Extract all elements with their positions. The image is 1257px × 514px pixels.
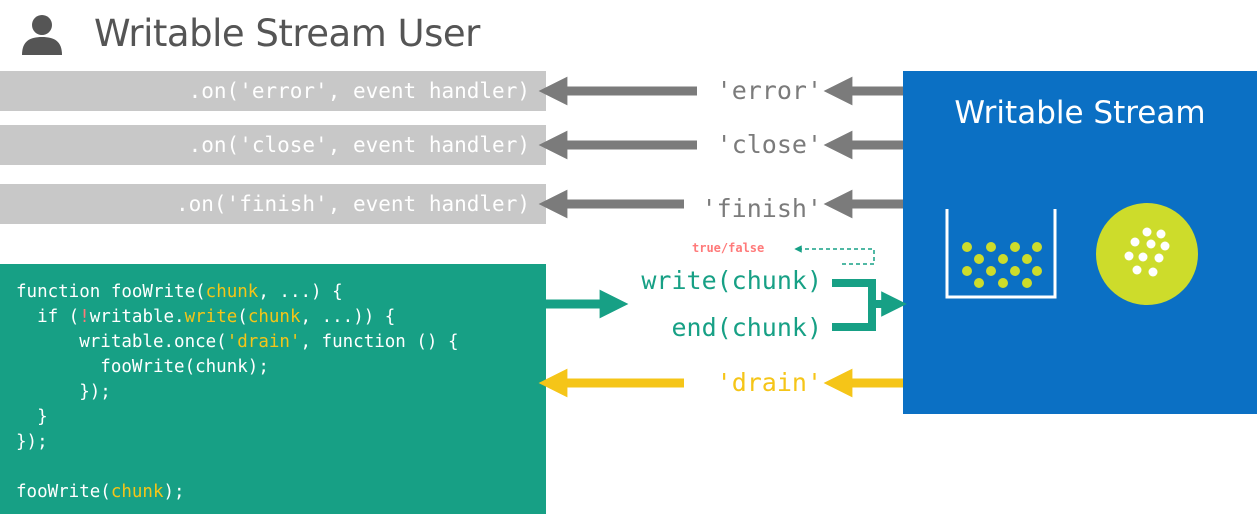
code-token: chunk bbox=[110, 482, 164, 502]
code-token: }); bbox=[16, 432, 48, 452]
end-method-label: end(chunk) bbox=[671, 313, 822, 342]
page-title: Writable Stream User bbox=[94, 12, 480, 55]
code-token: writable.once( bbox=[16, 332, 227, 352]
code-line: fooWrite(chunk); bbox=[16, 355, 546, 380]
code-token: ! bbox=[79, 307, 90, 327]
error-event-label: 'error' bbox=[716, 76, 822, 105]
code-line: if (!writable.write(chunk, ...)) { bbox=[16, 305, 546, 330]
code-token: }); bbox=[16, 382, 111, 402]
code-line: writable.once('drain', function () { bbox=[16, 330, 546, 355]
code-line bbox=[16, 455, 546, 480]
close-event-label: 'close' bbox=[716, 130, 822, 159]
code-line: function fooWrite(chunk, ...) { bbox=[16, 280, 546, 305]
user-icon bbox=[22, 15, 62, 55]
code-line: }); bbox=[16, 380, 546, 405]
stream-title: Writable Stream bbox=[954, 95, 1206, 131]
code-token: ( bbox=[237, 307, 248, 327]
code-line: fooWrite(chunk); bbox=[16, 480, 546, 505]
close-handler-bar: .on('close', event handler) bbox=[0, 125, 546, 165]
code-panel: function fooWrite(chunk, ...) { if (!wri… bbox=[0, 264, 546, 514]
code-token: chunk bbox=[205, 282, 259, 302]
code-token: , ...) { bbox=[258, 282, 343, 302]
code-token: , function () { bbox=[300, 332, 459, 352]
code-token: writable. bbox=[89, 307, 185, 327]
buffer-icon bbox=[945, 209, 1057, 299]
code-line: }); bbox=[16, 430, 546, 455]
code-token: chunk bbox=[247, 307, 301, 327]
finish-event-label: 'finish' bbox=[701, 194, 822, 223]
code-token: ); bbox=[163, 482, 185, 502]
processor-icon bbox=[1096, 203, 1198, 305]
code-token: fooWrite( bbox=[16, 482, 111, 502]
code-line: } bbox=[16, 405, 546, 430]
return-dashed-line bbox=[794, 245, 875, 265]
code-token: if ( bbox=[16, 307, 80, 327]
writable-stream-box: Writable Stream bbox=[903, 71, 1257, 414]
code-token: fooWrite(chunk); bbox=[16, 357, 269, 377]
return-value-label: true/false bbox=[692, 241, 765, 255]
code-token: function fooWrite( bbox=[16, 282, 206, 302]
code-token: 'drain' bbox=[226, 332, 301, 352]
end-connector bbox=[832, 304, 876, 331]
code-token: write bbox=[184, 307, 238, 327]
write-connector bbox=[832, 279, 876, 304]
code-token: , ...)) { bbox=[300, 307, 396, 327]
error-handler-bar: .on('error', event handler) bbox=[0, 71, 546, 111]
finish-handler-bar: .on('finish', event handler) bbox=[0, 184, 546, 224]
code-token: } bbox=[16, 407, 48, 427]
write-method-label: write(chunk) bbox=[641, 266, 822, 295]
drain-event-label: 'drain' bbox=[716, 368, 822, 397]
